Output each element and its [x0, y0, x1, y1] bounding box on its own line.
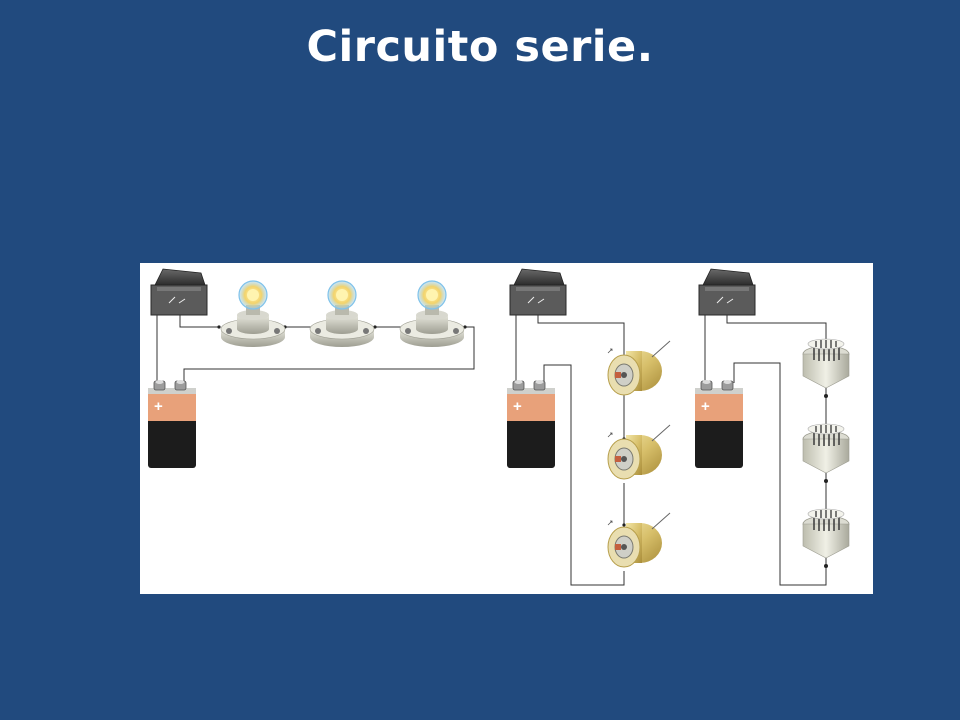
motor-icon — [607, 512, 671, 568]
circuit-motors: + — [506, 268, 671, 586]
light-bulb-icon — [220, 280, 286, 348]
slide-title: Circuito serie. — [306, 22, 654, 72]
circuit-diagram: + + + — [147, 268, 850, 586]
motor-icon — [607, 340, 671, 396]
circuit-lamps: + — [147, 268, 475, 469]
battery-plus-label: + — [701, 398, 710, 415]
switch-icon — [509, 268, 567, 316]
light-bulb-icon — [309, 280, 375, 348]
switch-icon — [698, 268, 756, 316]
buzzer-icon — [802, 423, 850, 484]
battery-icon — [506, 379, 556, 469]
motor-icon — [607, 424, 671, 480]
battery-plus-label: + — [513, 398, 522, 415]
switch-icon — [150, 268, 208, 316]
battery-plus-label: + — [154, 398, 163, 415]
light-bulb-icon — [399, 280, 465, 348]
buzzer-icon — [802, 508, 850, 569]
battery-icon — [694, 379, 744, 469]
circuit-diagram-panel: + + + — [140, 263, 873, 594]
battery-icon — [147, 379, 197, 469]
circuit-buzzers: + — [694, 268, 850, 586]
buzzer-icon — [802, 338, 850, 399]
